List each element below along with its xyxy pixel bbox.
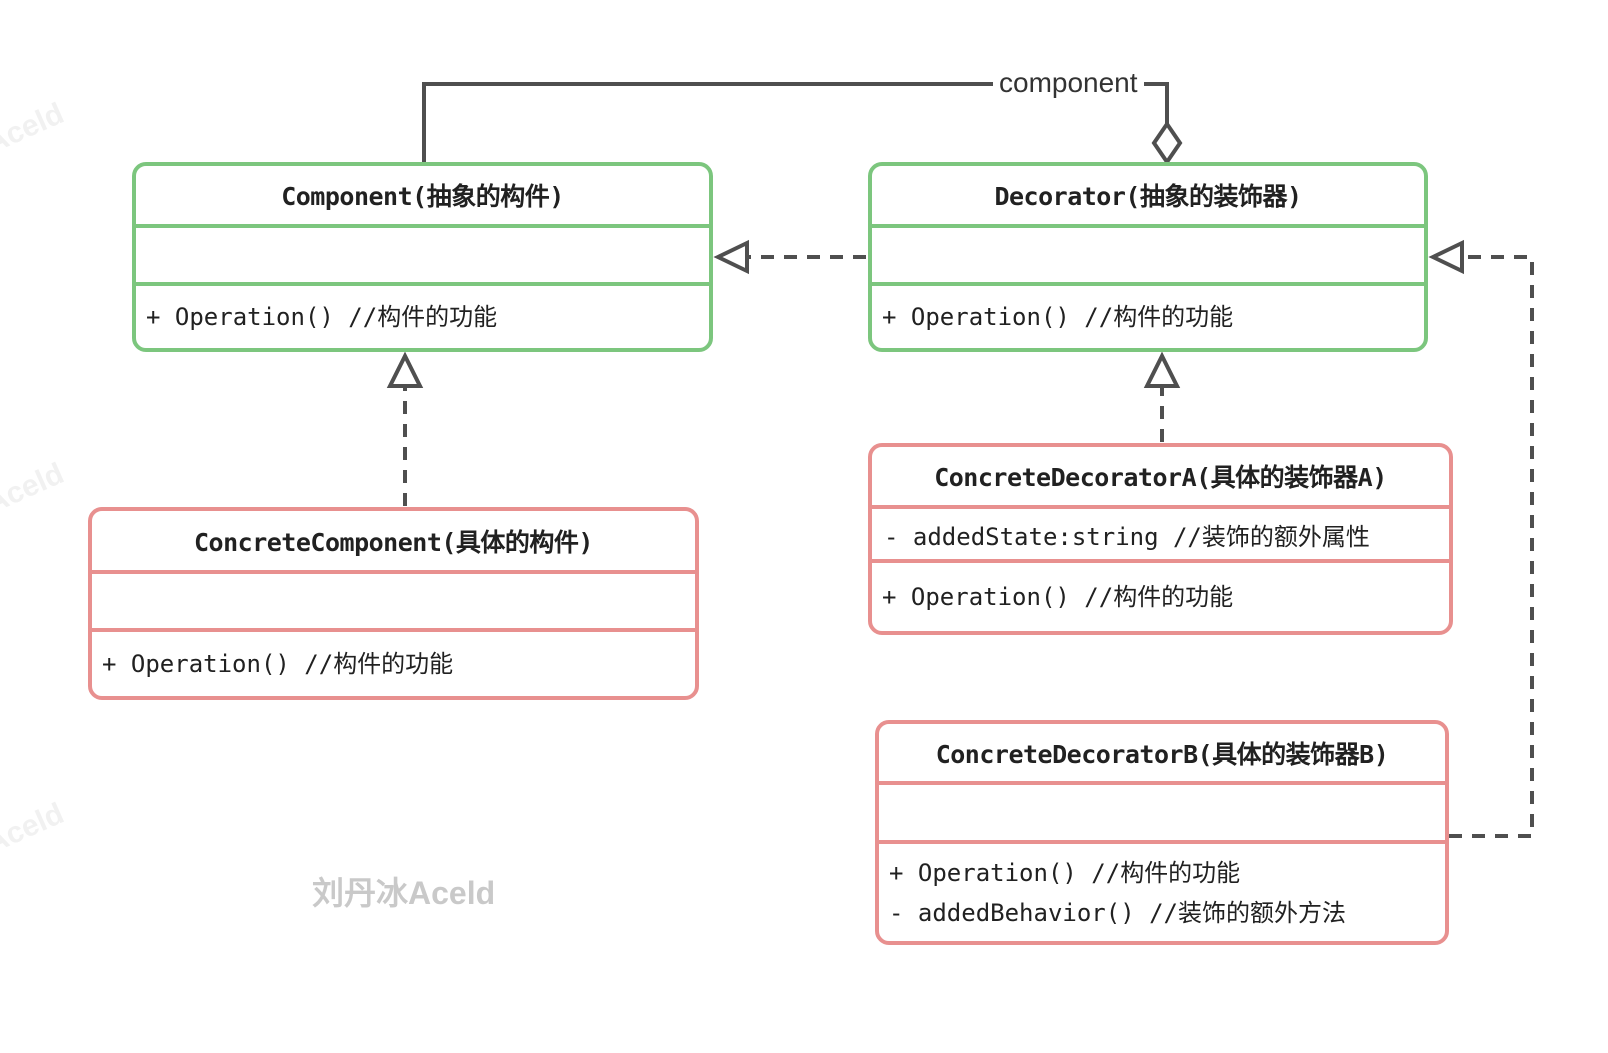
class-methods-concrete-decorator-b: + Operation() //构件的功能 - addedBehavior() … [879, 844, 1445, 941]
class-attributes-concrete-decorator-b [879, 781, 1445, 844]
dependency-arrowhead-icon-left [713, 239, 749, 275]
class-attributes-component [136, 224, 709, 286]
class-attributes-decorator [872, 224, 1424, 286]
aggregation-label-component: component [993, 67, 1144, 99]
class-box-concrete-component: ConcreteComponent(具体的构件) + Operation() /… [88, 507, 699, 700]
class-box-decorator: Decorator(抽象的装饰器) + Operation() //构件的功能 [868, 162, 1428, 352]
class-title-concrete-component: ConcreteComponent(具体的构件) [194, 527, 593, 557]
method-line: - addedBehavior() //装饰的额外方法 [889, 898, 1346, 927]
class-title-component: Component(抽象的构件) [281, 182, 564, 211]
class-title-concrete-decorator-b: ConcreteDecoratorB(具体的装饰器B) [935, 739, 1389, 769]
generalization-arrowhead-icon-component [386, 351, 424, 388]
class-box-concrete-decorator-b: ConcreteDecoratorB(具体的装饰器B) + Operation(… [875, 720, 1449, 945]
aggregation-diamond-icon [1151, 120, 1183, 166]
method-line: + Operation() //构件的功能 [882, 583, 1234, 611]
dependency-line-concretedecoratorb-to-decorator [1449, 255, 1534, 838]
class-attributes-concrete-decorator-a: - addedState:string //装饰的额外属性 [872, 505, 1449, 563]
class-box-concrete-decorator-a: ConcreteDecoratorA(具体的装饰器A) - addedState… [868, 443, 1453, 635]
class-methods-decorator: + Operation() //构件的功能 [872, 286, 1424, 348]
class-methods-concrete-component: + Operation() //构件的功能 [92, 632, 695, 696]
class-title-concrete-decorator-a: ConcreteDecoratorA(具体的装饰器A) [934, 463, 1387, 492]
generalization-arrowhead-icon-decorator [1143, 351, 1181, 388]
method-line: + Operation() //构件的功能 [889, 858, 1241, 887]
class-attributes-concrete-component [92, 570, 695, 632]
watermark-author: 刘丹冰Aceld [312, 875, 496, 911]
class-methods-component: + Operation() //构件的功能 [136, 286, 709, 348]
class-box-component: Component(抽象的构件) + Operation() //构件的功能 [132, 162, 713, 352]
method-line: + Operation() //构件的功能 [882, 303, 1234, 331]
method-line: + Operation() //构件的功能 [102, 650, 454, 678]
class-methods-concrete-decorator-a: + Operation() //构件的功能 [872, 563, 1449, 631]
dependency-arrowhead-icon-right [1428, 239, 1464, 275]
attribute-line: - addedState:string //装饰的额外属性 [884, 522, 1370, 551]
aggregation-connector-line [422, 82, 1169, 162]
class-title-decorator: Decorator(抽象的装饰器) [994, 182, 1302, 211]
method-line: + Operation() //构件的功能 [146, 303, 498, 331]
